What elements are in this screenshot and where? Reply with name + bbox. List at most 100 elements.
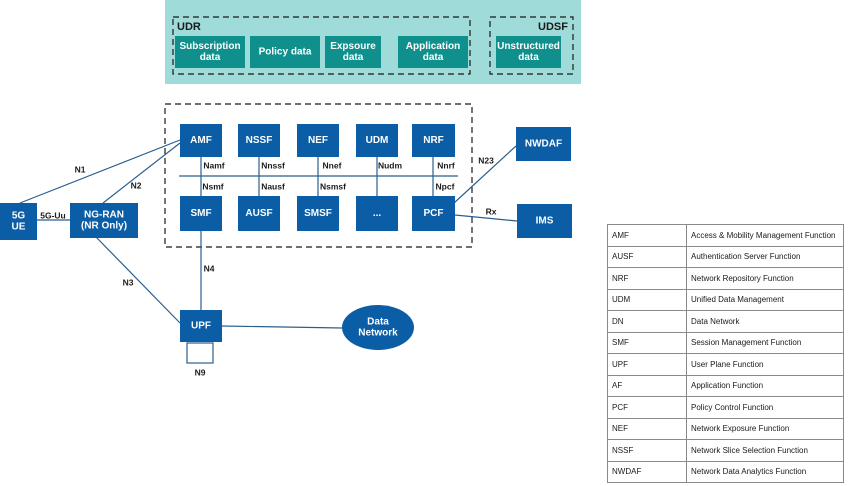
node-upf: UPF bbox=[180, 310, 222, 342]
node-udm: UDM bbox=[356, 124, 398, 157]
node-ngran: NG-RAN(NR Only) bbox=[70, 203, 138, 238]
n2-link bbox=[102, 142, 181, 204]
exposure-label: data bbox=[343, 52, 364, 63]
n1-label: N1 bbox=[75, 164, 86, 174]
upf-label: UPF bbox=[191, 321, 211, 332]
links bbox=[19, 139, 518, 364]
policy-label: Policy data bbox=[259, 47, 312, 58]
interface-nnef: Nnef bbox=[323, 160, 342, 170]
legend-description: Unified Data Management bbox=[686, 288, 844, 311]
ngran-shape bbox=[70, 203, 138, 238]
smsf-label: SMSF bbox=[304, 208, 332, 219]
ue-label: UE bbox=[12, 222, 26, 233]
upf-dn-link bbox=[221, 325, 343, 329]
amf-label: AMF bbox=[190, 135, 212, 146]
upf-shape bbox=[180, 310, 222, 342]
n23-label: N23 bbox=[478, 155, 494, 165]
unstructured-label: data bbox=[518, 52, 539, 63]
legend-description: Network Slice Selection Function bbox=[686, 439, 844, 462]
dn-label: Network bbox=[358, 328, 398, 339]
legend-description: Access & Mobility Management Function bbox=[686, 224, 844, 247]
bus-stubs bbox=[200, 157, 434, 196]
node-policy: Policy data bbox=[250, 36, 320, 68]
udr-title: UDR bbox=[177, 21, 201, 33]
nssf-label: NSSF bbox=[246, 135, 273, 146]
nssf-shape bbox=[238, 124, 280, 157]
rx-link bbox=[454, 214, 518, 222]
subscription-label: data bbox=[200, 52, 221, 63]
uu-label: 5G-Uu bbox=[40, 210, 66, 220]
legend-abbr: AF bbox=[607, 374, 687, 397]
n3-label: N3 bbox=[123, 277, 134, 287]
n3-link bbox=[95, 236, 181, 324]
interface-nsmsf: Nsmsf bbox=[320, 181, 346, 191]
node-ellipsis: ... bbox=[356, 196, 398, 231]
udsf-title: UDSF bbox=[538, 21, 568, 33]
pcf-shape bbox=[412, 196, 455, 231]
ausf-shape bbox=[238, 196, 280, 231]
ngran-label: (NR Only) bbox=[81, 221, 127, 232]
nwdaf-shape bbox=[516, 127, 571, 161]
node-nssf: NSSF bbox=[238, 124, 280, 157]
node-pcf: PCF bbox=[412, 196, 455, 231]
exposure-shape bbox=[325, 36, 381, 68]
nrf-label: NRF bbox=[423, 135, 444, 146]
legend-abbr: AMF bbox=[607, 224, 687, 247]
pcf-label: PCF bbox=[424, 208, 444, 219]
smf-shape bbox=[180, 196, 222, 231]
legend-abbr: AUSF bbox=[607, 245, 687, 268]
n23-link bbox=[453, 145, 517, 204]
ims-label: IMS bbox=[536, 216, 554, 227]
amf-shape bbox=[180, 124, 222, 157]
ellipsis-shape bbox=[356, 196, 398, 231]
legend-abbr: SMF bbox=[607, 331, 687, 354]
interface-nsmf: Nsmf bbox=[202, 181, 223, 191]
nef-label: NEF bbox=[308, 135, 328, 146]
legend-description: Session Management Function bbox=[686, 331, 844, 354]
udm-shape bbox=[356, 124, 398, 157]
legend-abbr: NWDAF bbox=[607, 460, 687, 483]
nef-shape bbox=[297, 124, 339, 157]
unstructured-shape bbox=[496, 36, 561, 68]
policy-shape bbox=[250, 36, 320, 68]
subscription-label: Subscription bbox=[179, 41, 240, 52]
node-nwdaf: NWDAF bbox=[516, 127, 571, 161]
ellipsis-label: ... bbox=[373, 208, 382, 219]
interface-nnrf: Nnrf bbox=[437, 160, 455, 170]
n4-label: N4 bbox=[204, 263, 215, 273]
ue-shape bbox=[0, 203, 37, 240]
dn-label: Data bbox=[367, 317, 389, 328]
nrf-shape bbox=[412, 124, 455, 157]
core-network-group bbox=[164, 103, 473, 248]
interface-npcf: Npcf bbox=[436, 181, 455, 191]
node-ims: IMS bbox=[517, 204, 572, 238]
legend-description: Data Network bbox=[686, 310, 844, 333]
legend-abbr: PCF bbox=[607, 396, 687, 419]
udsf-group bbox=[489, 16, 574, 75]
legend-abbr: UPF bbox=[607, 353, 687, 376]
legend-abbr: NEF bbox=[607, 417, 687, 440]
ue-label: 5G bbox=[12, 211, 26, 222]
application-label: Application bbox=[406, 41, 460, 52]
application-label: data bbox=[423, 52, 444, 63]
ngran-label: NG-RAN bbox=[84, 210, 124, 221]
n9-label: N9 bbox=[195, 367, 206, 377]
legend-description: Network Exposure Function bbox=[686, 417, 844, 440]
n2-label: N2 bbox=[131, 180, 142, 190]
